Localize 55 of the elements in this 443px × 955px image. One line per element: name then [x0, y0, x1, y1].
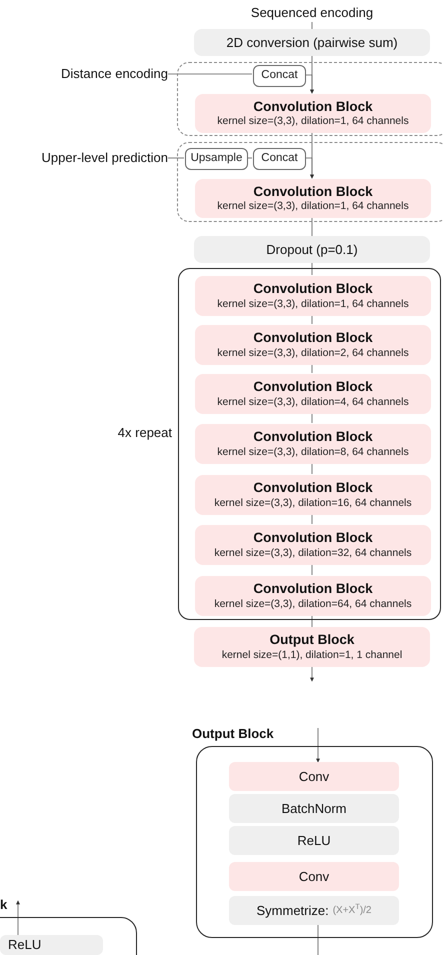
dashed-group: [177, 62, 443, 136]
operation-box: Concat: [253, 148, 306, 170]
convolution-block: [195, 475, 431, 515]
text-label: Distance encoding: [30, 64, 168, 84]
block-title: Convolution Block: [253, 530, 373, 547]
layer-box: ReLU: [229, 826, 399, 855]
block-title: Convolution Block: [253, 98, 373, 116]
convolution-block: [195, 374, 431, 414]
block-parameters: kernel size=(1,1), dilation=1, 1 channel: [222, 648, 402, 662]
layer-box: ReLU: [0, 935, 103, 955]
connector-line: [16, 900, 20, 936]
block-title: Output Block: [270, 632, 354, 649]
process-box: 2D conversion (pairwise sum): [194, 29, 430, 56]
convolution-block: [195, 276, 431, 316]
process-box: Dropout (p=0.1): [194, 236, 430, 263]
dashed-group: [177, 142, 443, 222]
layer-box: BatchNorm: [229, 794, 399, 823]
connector-line: [304, 74, 314, 94]
layer-box: Conv: [229, 862, 399, 891]
block-title: Convolution Block: [253, 330, 373, 347]
block-parameters: kernel size=(3,3), dilation=64, 64 channels: [214, 598, 412, 611]
connector-line: [316, 728, 320, 763]
convolution-block: [195, 424, 431, 464]
convolution-block: [195, 525, 431, 565]
convolution-block: [194, 627, 430, 667]
block-parameters: kernel size=(3,3), dilation=1, 64 channels: [217, 115, 409, 128]
text-label: Sequenced encoding: [232, 4, 392, 22]
block-parameters: kernel size=(3,3), dilation=1, 64 channels: [217, 298, 409, 311]
block-parameters: kernel size=(3,3), dilation=1, 64 channels: [217, 200, 409, 214]
layer-box: Symmetrize: (X+X$^{T}$)/2: [229, 896, 399, 925]
block-title: Convolution Block: [253, 184, 373, 200]
convolution-block: [195, 576, 431, 616]
block-parameters: kernel size=(3,3), dilation=8, 64 channels: [217, 446, 409, 459]
block-title: Convolution Block: [253, 379, 373, 396]
block-parameters: kernel size=(3,3), dilation=32, 64 channels: [214, 546, 412, 560]
operation-box: Upsample: [185, 148, 248, 170]
block-title: Convolution Block: [253, 429, 373, 446]
text-label: Upper-level prediction: [6, 147, 168, 169]
block-parameters: kernel size=(3,3), dilation=4, 64 channels: [217, 396, 409, 409]
block-title: Convolution Block: [253, 581, 373, 598]
block-parameters: kernel size=(3,3), dilation=16, 64 channels: [214, 496, 412, 510]
convolution-block: [195, 94, 431, 133]
layer-box: Conv: [229, 762, 399, 791]
repeat-label: 4x repeat: [116, 424, 172, 442]
block-parameters: kernel size=(3,3), dilation=2, 64 channels: [217, 346, 409, 360]
convolution-block: [195, 179, 431, 218]
operation-box: Concat: [253, 65, 306, 87]
group-heading: k: [0, 898, 8, 911]
block-title: Convolution Block: [253, 281, 373, 298]
block-title: Convolution Block: [253, 480, 373, 497]
group-heading: Output Block: [192, 727, 274, 740]
connector-line: [310, 666, 314, 682]
convolution-block: [195, 325, 431, 365]
connector-line: [304, 158, 314, 179]
repeat-group: [178, 268, 441, 620]
